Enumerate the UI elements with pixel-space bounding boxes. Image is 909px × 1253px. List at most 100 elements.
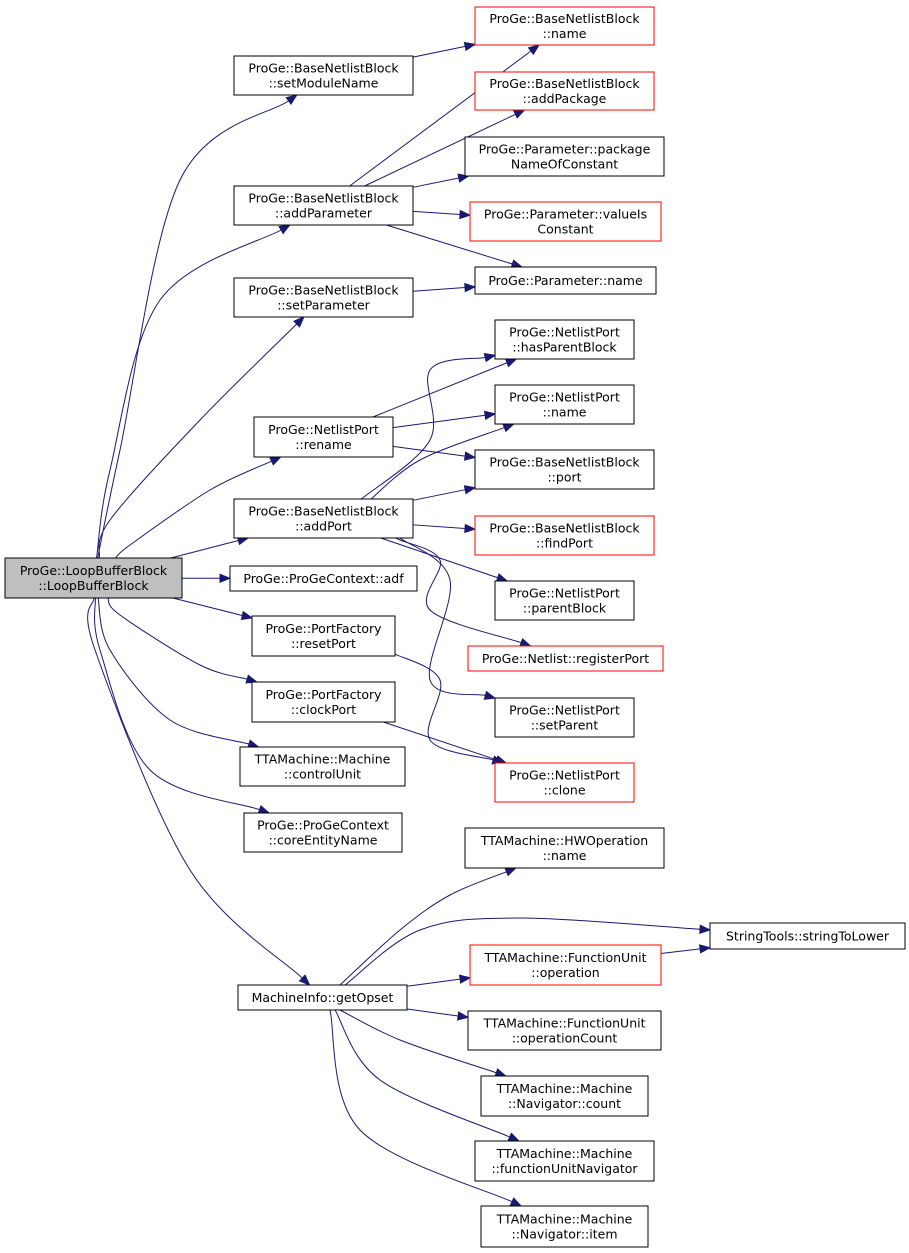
node-box[interactable] — [494, 319, 635, 360]
node-hasParentBlock[interactable]: ProGe::NetlistPort::hasParentBlock — [494, 319, 635, 360]
node-box[interactable] — [474, 71, 655, 111]
node-rename[interactable]: ProGe::NetlistPort::rename — [253, 416, 394, 458]
node-label-line: ProGe::LoopBufferBlock — [20, 563, 168, 578]
node-navItem[interactable]: TTAMachine::Machine::Navigator::item — [480, 1205, 649, 1248]
node-box[interactable] — [467, 1010, 662, 1051]
node-clone[interactable]: ProGe::NetlistPort::clone — [494, 762, 635, 803]
node-box[interactable] — [233, 185, 414, 226]
node-box[interactable] — [233, 498, 414, 539]
node-label-line: ::name — [543, 405, 587, 420]
node-parentBlock[interactable]: ProGe::NetlistPort::parentBlock — [494, 580, 635, 621]
edge-operation-to-stringToLower — [660, 944, 712, 955]
node-box[interactable] — [469, 201, 662, 242]
node-box[interactable] — [233, 55, 414, 96]
node-label-line: ::clone — [543, 783, 585, 798]
node-hwOpName[interactable]: TTAMachine::HWOperation::name — [464, 827, 665, 869]
node-label-line: TTAMachine::FunctionUnit — [484, 950, 647, 965]
node-box[interactable] — [464, 827, 665, 869]
node-box[interactable] — [474, 449, 655, 490]
arrowhead — [459, 209, 472, 220]
node-box[interactable] — [709, 922, 906, 950]
node-box[interactable] — [4, 557, 183, 599]
node-label-line: ::hasParentBlock — [512, 340, 617, 355]
node-box[interactable] — [229, 565, 418, 592]
node-box[interactable] — [467, 645, 664, 672]
node-setModuleName[interactable]: ProGe::BaseNetlistBlock::setModuleName — [233, 55, 414, 96]
node-box[interactable] — [464, 136, 665, 177]
node-label-line: ::Navigator::count — [508, 1096, 621, 1111]
arrowhead — [463, 485, 477, 495]
edge-addPort-to-port — [412, 485, 477, 501]
node-findPort[interactable]: ProGe::BaseNetlistBlock::findPort — [474, 515, 655, 556]
arrowhead — [463, 451, 477, 461]
node-stringToLower[interactable]: StringTools::stringToLower — [709, 922, 906, 950]
arrowhead — [502, 423, 515, 433]
node-addPackage[interactable]: ProGe::BaseNetlistBlock::addPackage — [474, 71, 655, 111]
node-label-line: ::port — [547, 470, 581, 485]
node-adf[interactable]: ProGe::ProGeContext::adf — [229, 565, 418, 592]
node-root[interactable]: ProGe::LoopBufferBlock::LoopBufferBlock — [4, 557, 183, 599]
edge-line — [392, 445, 466, 457]
node-box[interactable] — [474, 1140, 655, 1182]
node-operation[interactable]: TTAMachine::FunctionUnit::operation — [469, 944, 662, 986]
node-box[interactable] — [474, 266, 657, 295]
edge-addParameter-to-packageNameOfConstant — [412, 173, 470, 188]
node-functionUnitNavigator[interactable]: TTAMachine::Machine::functionUnitNavigat… — [474, 1140, 655, 1182]
node-bnbName[interactable]: ProGe::BaseNetlistBlock::name — [474, 6, 655, 46]
node-label-line: ::addParameter — [275, 206, 373, 221]
edge-line — [660, 948, 701, 955]
node-label-line: ProGe::ProGeContext::adf — [243, 571, 404, 586]
node-registerPort[interactable]: ProGe::Netlist::registerPort — [467, 645, 664, 672]
node-addParameter[interactable]: ProGe::BaseNetlistBlock::addParameter — [233, 185, 414, 226]
edge-line — [412, 287, 466, 292]
arrowhead — [527, 44, 541, 56]
node-navCount[interactable]: TTAMachine::Machine::Navigator::count — [480, 1075, 649, 1117]
node-box[interactable] — [474, 515, 655, 556]
node-setParent[interactable]: ProGe::NetlistPort::setParent — [494, 697, 635, 738]
arrowhead — [285, 94, 298, 106]
arrowhead — [494, 755, 508, 765]
node-setParameter[interactable]: ProGe::BaseNetlistBlock::setParameter — [233, 277, 414, 318]
arrowhead — [257, 804, 271, 814]
node-box[interactable] — [494, 762, 635, 803]
node-operationCount[interactable]: TTAMachine::FunctionUnit::operationCount — [467, 1010, 662, 1051]
node-port[interactable]: ProGe::BaseNetlistBlock::port — [474, 449, 655, 490]
node-label-line: ::controlUnit — [284, 767, 361, 782]
node-label-line: ::parentBlock — [523, 601, 607, 616]
node-npName[interactable]: ProGe::NetlistPort::name — [494, 384, 635, 425]
node-addPort[interactable]: ProGe::BaseNetlistBlock::addPort — [233, 498, 414, 539]
node-box[interactable] — [469, 944, 662, 986]
node-box[interactable] — [239, 746, 406, 787]
node-coreEntityName[interactable]: ProGe::ProGeContext::coreEntityName — [243, 812, 403, 853]
node-box[interactable] — [233, 277, 414, 318]
node-box[interactable] — [480, 1075, 649, 1117]
node-box[interactable] — [494, 384, 635, 425]
arrowhead — [278, 224, 291, 235]
edge-rename-to-npName — [392, 410, 497, 429]
node-box[interactable] — [243, 812, 403, 853]
node-box[interactable] — [251, 681, 396, 723]
node-box[interactable] — [251, 615, 396, 657]
node-box[interactable] — [253, 416, 394, 458]
node-controlUnit[interactable]: TTAMachine::Machine::controlUnit — [239, 746, 406, 787]
edge-line — [372, 362, 508, 418]
node-box[interactable] — [237, 984, 408, 1011]
edge-setParameter-to-paramName — [412, 282, 477, 293]
node-label-line: ::resetPort — [291, 636, 356, 651]
node-box[interactable] — [480, 1205, 649, 1248]
node-box[interactable] — [494, 580, 635, 621]
node-resetPort[interactable]: ProGe::PortFactory::resetPort — [251, 615, 396, 657]
node-box[interactable] — [494, 697, 635, 738]
node-label-line: ::functionUnitNavigator — [491, 1161, 638, 1176]
edge-addParameter-to-valueIsConstant — [412, 209, 472, 220]
node-getOpset[interactable]: MachineInfo::getOpset — [237, 984, 408, 1011]
node-box[interactable] — [474, 6, 655, 46]
node-paramName[interactable]: ProGe::Parameter::name — [474, 266, 657, 295]
node-label-line: TTAMachine::Machine — [496, 1081, 633, 1096]
arrowhead — [699, 924, 712, 934]
node-label-line: ::setParent — [531, 718, 599, 733]
node-clockPort[interactable]: ProGe::PortFactory::clockPort — [251, 681, 396, 723]
arrowhead — [504, 358, 518, 368]
